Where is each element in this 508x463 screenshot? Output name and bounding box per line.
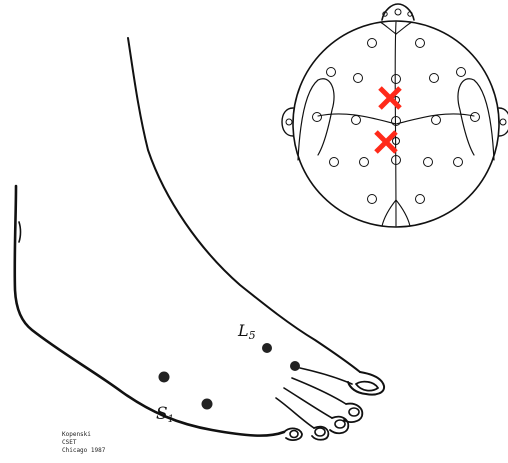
occipital-split-right <box>396 200 410 226</box>
electrode-p3 <box>360 158 369 167</box>
nasion-electrode <box>395 9 401 15</box>
toe-4-nail <box>315 428 325 436</box>
electrode-o2 <box>416 195 425 204</box>
electrode-c3 <box>352 116 361 125</box>
toe-5-nail <box>290 431 298 438</box>
electrode-dot <box>202 399 213 410</box>
foot-drawing: L5 S1 Kopenski CSET Chicago 1987 <box>15 38 384 454</box>
electrode-f4 <box>430 74 439 83</box>
right-temporal-curve <box>458 79 494 160</box>
electrode-t4 <box>471 113 480 122</box>
toe-crease-2 <box>292 378 346 404</box>
ear-electrode <box>500 119 506 125</box>
toe-2-nail <box>349 408 359 416</box>
heel-mark <box>19 222 21 242</box>
toe-crease-4 <box>276 398 314 428</box>
occipital-split-left <box>382 200 396 226</box>
electrode-dot <box>290 361 300 371</box>
credit-line-2: CSET <box>62 439 77 446</box>
ear-electrode <box>286 119 292 125</box>
electrode-fz <box>392 75 401 84</box>
frontal-split-right <box>396 22 412 34</box>
label-s1: S1 <box>156 404 174 425</box>
electrode-f8 <box>457 68 466 77</box>
frontal-split-left <box>380 22 396 34</box>
electrode-f7 <box>327 68 336 77</box>
electrode-f3 <box>354 74 363 83</box>
marker-x-fcz <box>380 88 400 108</box>
left-ear <box>282 108 293 136</box>
toe-3-nail <box>335 420 345 428</box>
scalp-diagram <box>282 4 508 227</box>
credit-line-1: Kopenski <box>62 431 91 438</box>
electrode-t5 <box>330 158 339 167</box>
toe-crease-1 <box>300 368 352 384</box>
big-toe-nail <box>356 382 378 391</box>
credit-line-3: Chicago 1987 <box>62 447 106 454</box>
electrode-dot <box>159 372 170 383</box>
electrode-t3 <box>313 113 322 122</box>
electrode-o1 <box>368 195 377 204</box>
electrode-t6 <box>454 158 463 167</box>
foot-back-contour <box>15 186 284 436</box>
electrode-p4 <box>424 158 433 167</box>
electrode-fp2 <box>416 39 425 48</box>
electrode-dot <box>262 343 272 353</box>
electrode-fp1 <box>368 39 377 48</box>
label-l5: L5 <box>237 321 256 342</box>
electrode-c4 <box>432 116 441 125</box>
left-temporal-curve <box>298 79 334 160</box>
